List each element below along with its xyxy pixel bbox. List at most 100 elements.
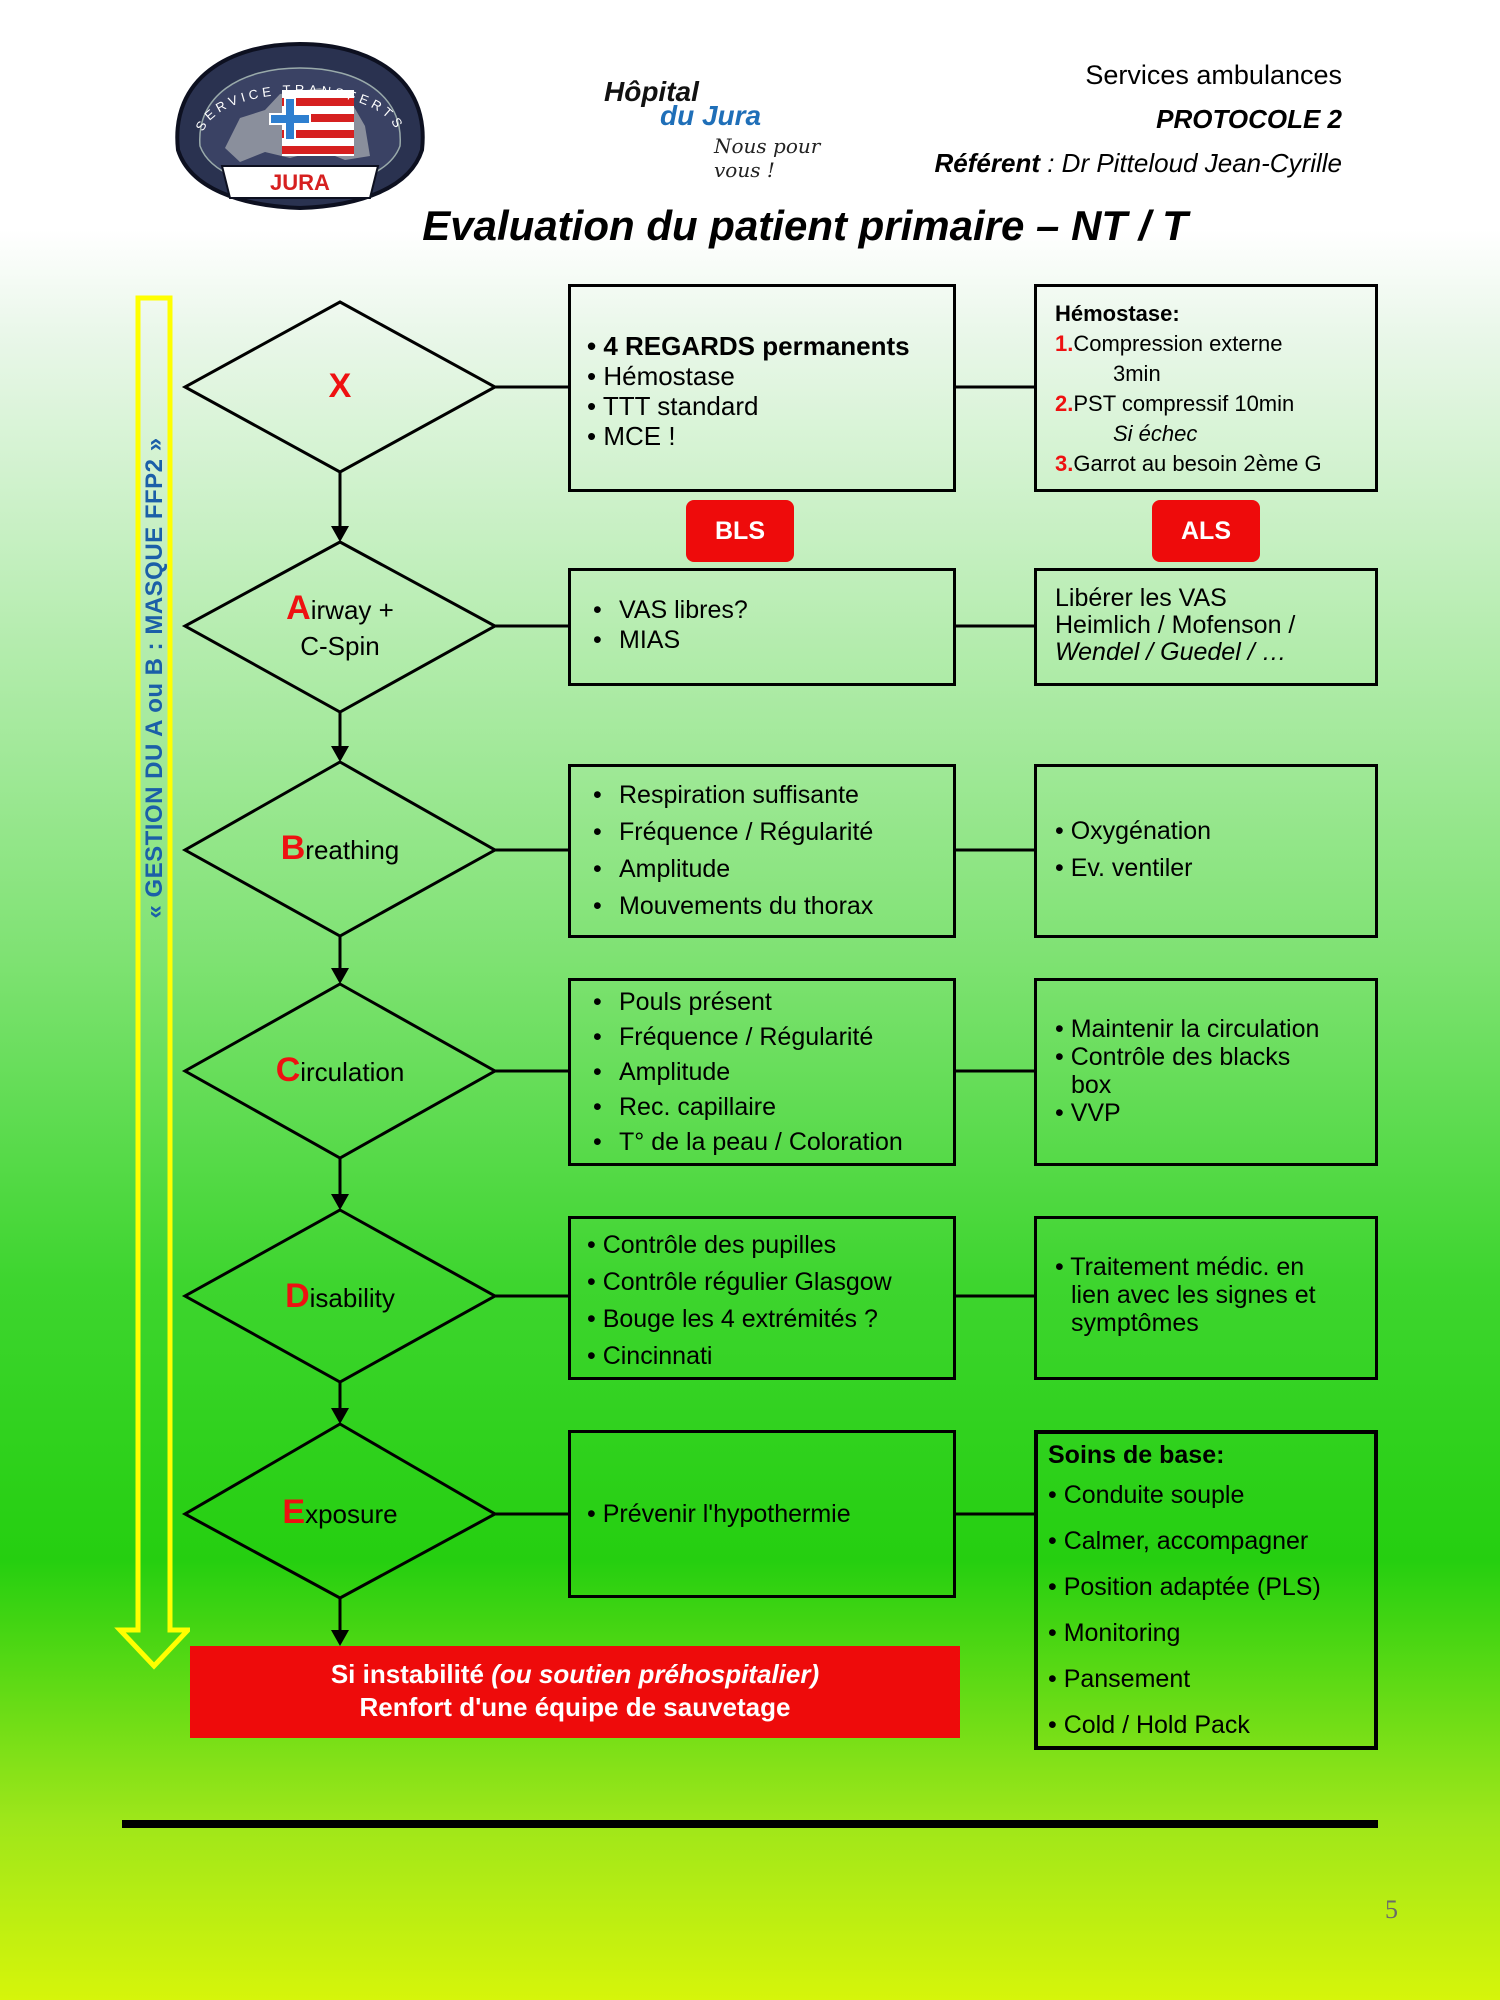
step-disability-label: Disability: [185, 1212, 495, 1382]
als-disability-text: Traitement médic. en: [1070, 1253, 1305, 1281]
als-box-exposure: Soins de base: Conduite souple Calmer, a…: [1034, 1430, 1378, 1750]
bls-disability-item: Contrôle des pupilles: [587, 1227, 953, 1264]
bls-x-item: Hémostase: [587, 361, 953, 391]
step-disability-rest: isability: [309, 1283, 395, 1313]
step-exposure-letter: E: [282, 1493, 306, 1531]
bls-box-circulation: Pouls présent Fréquence / Régularité Amp…: [568, 978, 956, 1166]
bls-breathing-item: Amplitude: [583, 851, 953, 888]
diamond-x: [181, 300, 499, 474]
hopital-du-jura-logo: Hôpital du Jura Nous pour vous !: [598, 76, 848, 182]
badge-jura-text: JURA: [270, 170, 330, 195]
als-disability-line: • Traitement médic. en: [1055, 1253, 1305, 1281]
referent-value: : Dr Pitteloud Jean-Cyrille: [1040, 148, 1342, 178]
als-x-num: 3.: [1055, 451, 1074, 476]
als-exposure-item: Monitoring: [1048, 1610, 1374, 1656]
footer-rule: [122, 1820, 1378, 1828]
bls-box-exposure: Prévenir l'hypothermie: [568, 1430, 956, 1598]
als-x-text: Compression externe: [1073, 331, 1283, 356]
step-x-letter: X: [328, 367, 352, 405]
header-protocole: PROTOCOLE 2: [1156, 104, 1342, 134]
als-circulation-line: • VVP: [1055, 1099, 1121, 1127]
header-referent: Référent : Dr Pitteloud Jean-Cyrille: [935, 148, 1342, 179]
als-circulation-line: • Contrôle des blacks: [1055, 1043, 1291, 1071]
referent-label: Référent: [934, 148, 1040, 178]
als-x-sub: Si échec: [1113, 421, 1198, 446]
bls-breathing-item: Fréquence / Régularité: [583, 814, 953, 851]
diamond-disability: [181, 1208, 499, 1384]
hopital-logo-line1: Hôpital: [604, 76, 699, 107]
als-airway-line: Wendel / Guedel / …: [1055, 638, 1287, 666]
bls-box-breathing: Respiration suffisante Fréquence / Régul…: [568, 764, 956, 938]
page-number: 5: [1385, 1895, 1398, 1924]
instability-line1: Si instabilité (ou soutien préhospitalie…: [190, 1658, 960, 1691]
bls-x-item: MCE !: [587, 421, 953, 451]
als-circulation-text: Maintenir la circulation: [1070, 1015, 1320, 1043]
step-exposure-rest: xposure: [305, 1499, 398, 1529]
step-airway-rest: irway +: [310, 595, 394, 625]
als-x-item-2: 2.PST compressif 10min: [1055, 389, 1375, 419]
bls-tag: BLS: [686, 500, 794, 562]
bls-circulation-item: Rec. capillaire: [583, 1090, 953, 1125]
bls-circulation-item: Pouls présent: [583, 985, 953, 1020]
als-exposure-item: Cold / Hold Pack: [1048, 1702, 1374, 1748]
als-x-num: 2.: [1055, 391, 1074, 416]
instability-alert-box: Si instabilité (ou soutien préhospitalie…: [190, 1646, 960, 1738]
als-circulation-text: VVP: [1070, 1099, 1121, 1127]
als-tag: ALS: [1152, 500, 1260, 562]
bls-airway-item: MIAS: [583, 625, 953, 655]
hopital-logo-line2: du Jura: [660, 100, 762, 131]
als-airway-line: Libérer les VAS: [1055, 584, 1227, 612]
als-box-x: Hémostase: 1.Compression externe 3min 2.…: [1034, 284, 1378, 492]
step-circulation-label: Circulation: [185, 986, 495, 1156]
page-title: Evaluation du patient primaire – NT / T: [422, 202, 1188, 249]
step-airway-line2: C-Spin: [300, 631, 380, 661]
als-exposure-item: Conduite souple: [1048, 1472, 1374, 1518]
diamond-airway: [181, 540, 499, 714]
als-x-item-1: 1.Compression externe: [1055, 329, 1375, 359]
als-circulation-line: • Maintenir la circulation: [1055, 1015, 1320, 1043]
als-x-item-3: 3.Garrot au besoin 2ème G: [1055, 449, 1375, 479]
bls-breathing-item: Respiration suffisante: [583, 777, 953, 814]
step-exposure-label: Exposure: [185, 1428, 495, 1598]
step-airway-label: Airway + C-Spin: [185, 542, 495, 712]
bls-disability-item: Cincinnati: [587, 1338, 953, 1375]
step-circulation-letter: C: [275, 1051, 301, 1089]
bls-box-x: 4 REGARDS permanents Hémostase TTT stand…: [568, 284, 956, 492]
step-x-label: X: [185, 302, 495, 472]
als-exposure-item: Pansement: [1048, 1656, 1374, 1702]
als-circulation-line: box: [1071, 1071, 1112, 1099]
bls-disability-item: Bouge les 4 extrémités ?: [587, 1301, 953, 1338]
bls-circulation-item: Fréquence / Régularité: [583, 1020, 953, 1055]
als-box-airway: Libérer les VAS Heimlich / Mofenson / We…: [1034, 568, 1378, 686]
bls-x-item: TTT standard: [587, 391, 953, 421]
service-transferts-jura-badge: JURA SERVICE TRANSFERTS: [170, 38, 430, 211]
step-disability-letter: D: [285, 1277, 310, 1315]
step-breathing-letter: B: [280, 829, 306, 867]
instability-line1-italic: (ou soutien préhospitalier): [491, 1659, 820, 1689]
step-airway-letter: A: [286, 589, 311, 627]
bls-x-item: 4 REGARDS permanents: [587, 331, 953, 361]
als-airway-line: Heimlich / Mofenson /: [1055, 611, 1296, 639]
side-down-arrow: [114, 295, 190, 1670]
bls-disability-item: Contrôle régulier Glasgow: [587, 1264, 953, 1301]
bls-box-disability: Contrôle des pupilles Contrôle régulier …: [568, 1216, 956, 1380]
als-box-disability: • Traitement médic. en lien avec les sig…: [1034, 1216, 1378, 1380]
diamond-circulation: [181, 982, 499, 1160]
bls-breathing-item: Mouvements du thorax: [583, 888, 953, 925]
step-breathing-rest: reathing: [305, 835, 400, 865]
als-x-text: PST compressif 10min: [1073, 391, 1295, 416]
als-exposure-item: Calmer, accompagner: [1048, 1518, 1374, 1564]
als-breathing-item: Oxygénation: [1055, 813, 1375, 850]
als-x-text: Garrot au besoin 2ème G: [1073, 451, 1322, 476]
als-exposure-item: Position adaptée (PLS): [1048, 1564, 1374, 1610]
als-disability-line: lien avec les signes et: [1071, 1281, 1316, 1309]
als-breathing-item: Ev. ventiler: [1055, 850, 1375, 887]
bls-box-airway: VAS libres? MIAS: [568, 568, 956, 686]
instability-line2: Renfort d'une équipe de sauvetage: [359, 1692, 791, 1722]
bls-exposure-item: Prévenir l'hypothermie: [587, 1499, 953, 1529]
als-disability-line: symptômes: [1071, 1309, 1199, 1337]
als-exposure-title: Soins de base:: [1048, 1441, 1225, 1469]
header-services: Services ambulances: [1085, 60, 1342, 90]
